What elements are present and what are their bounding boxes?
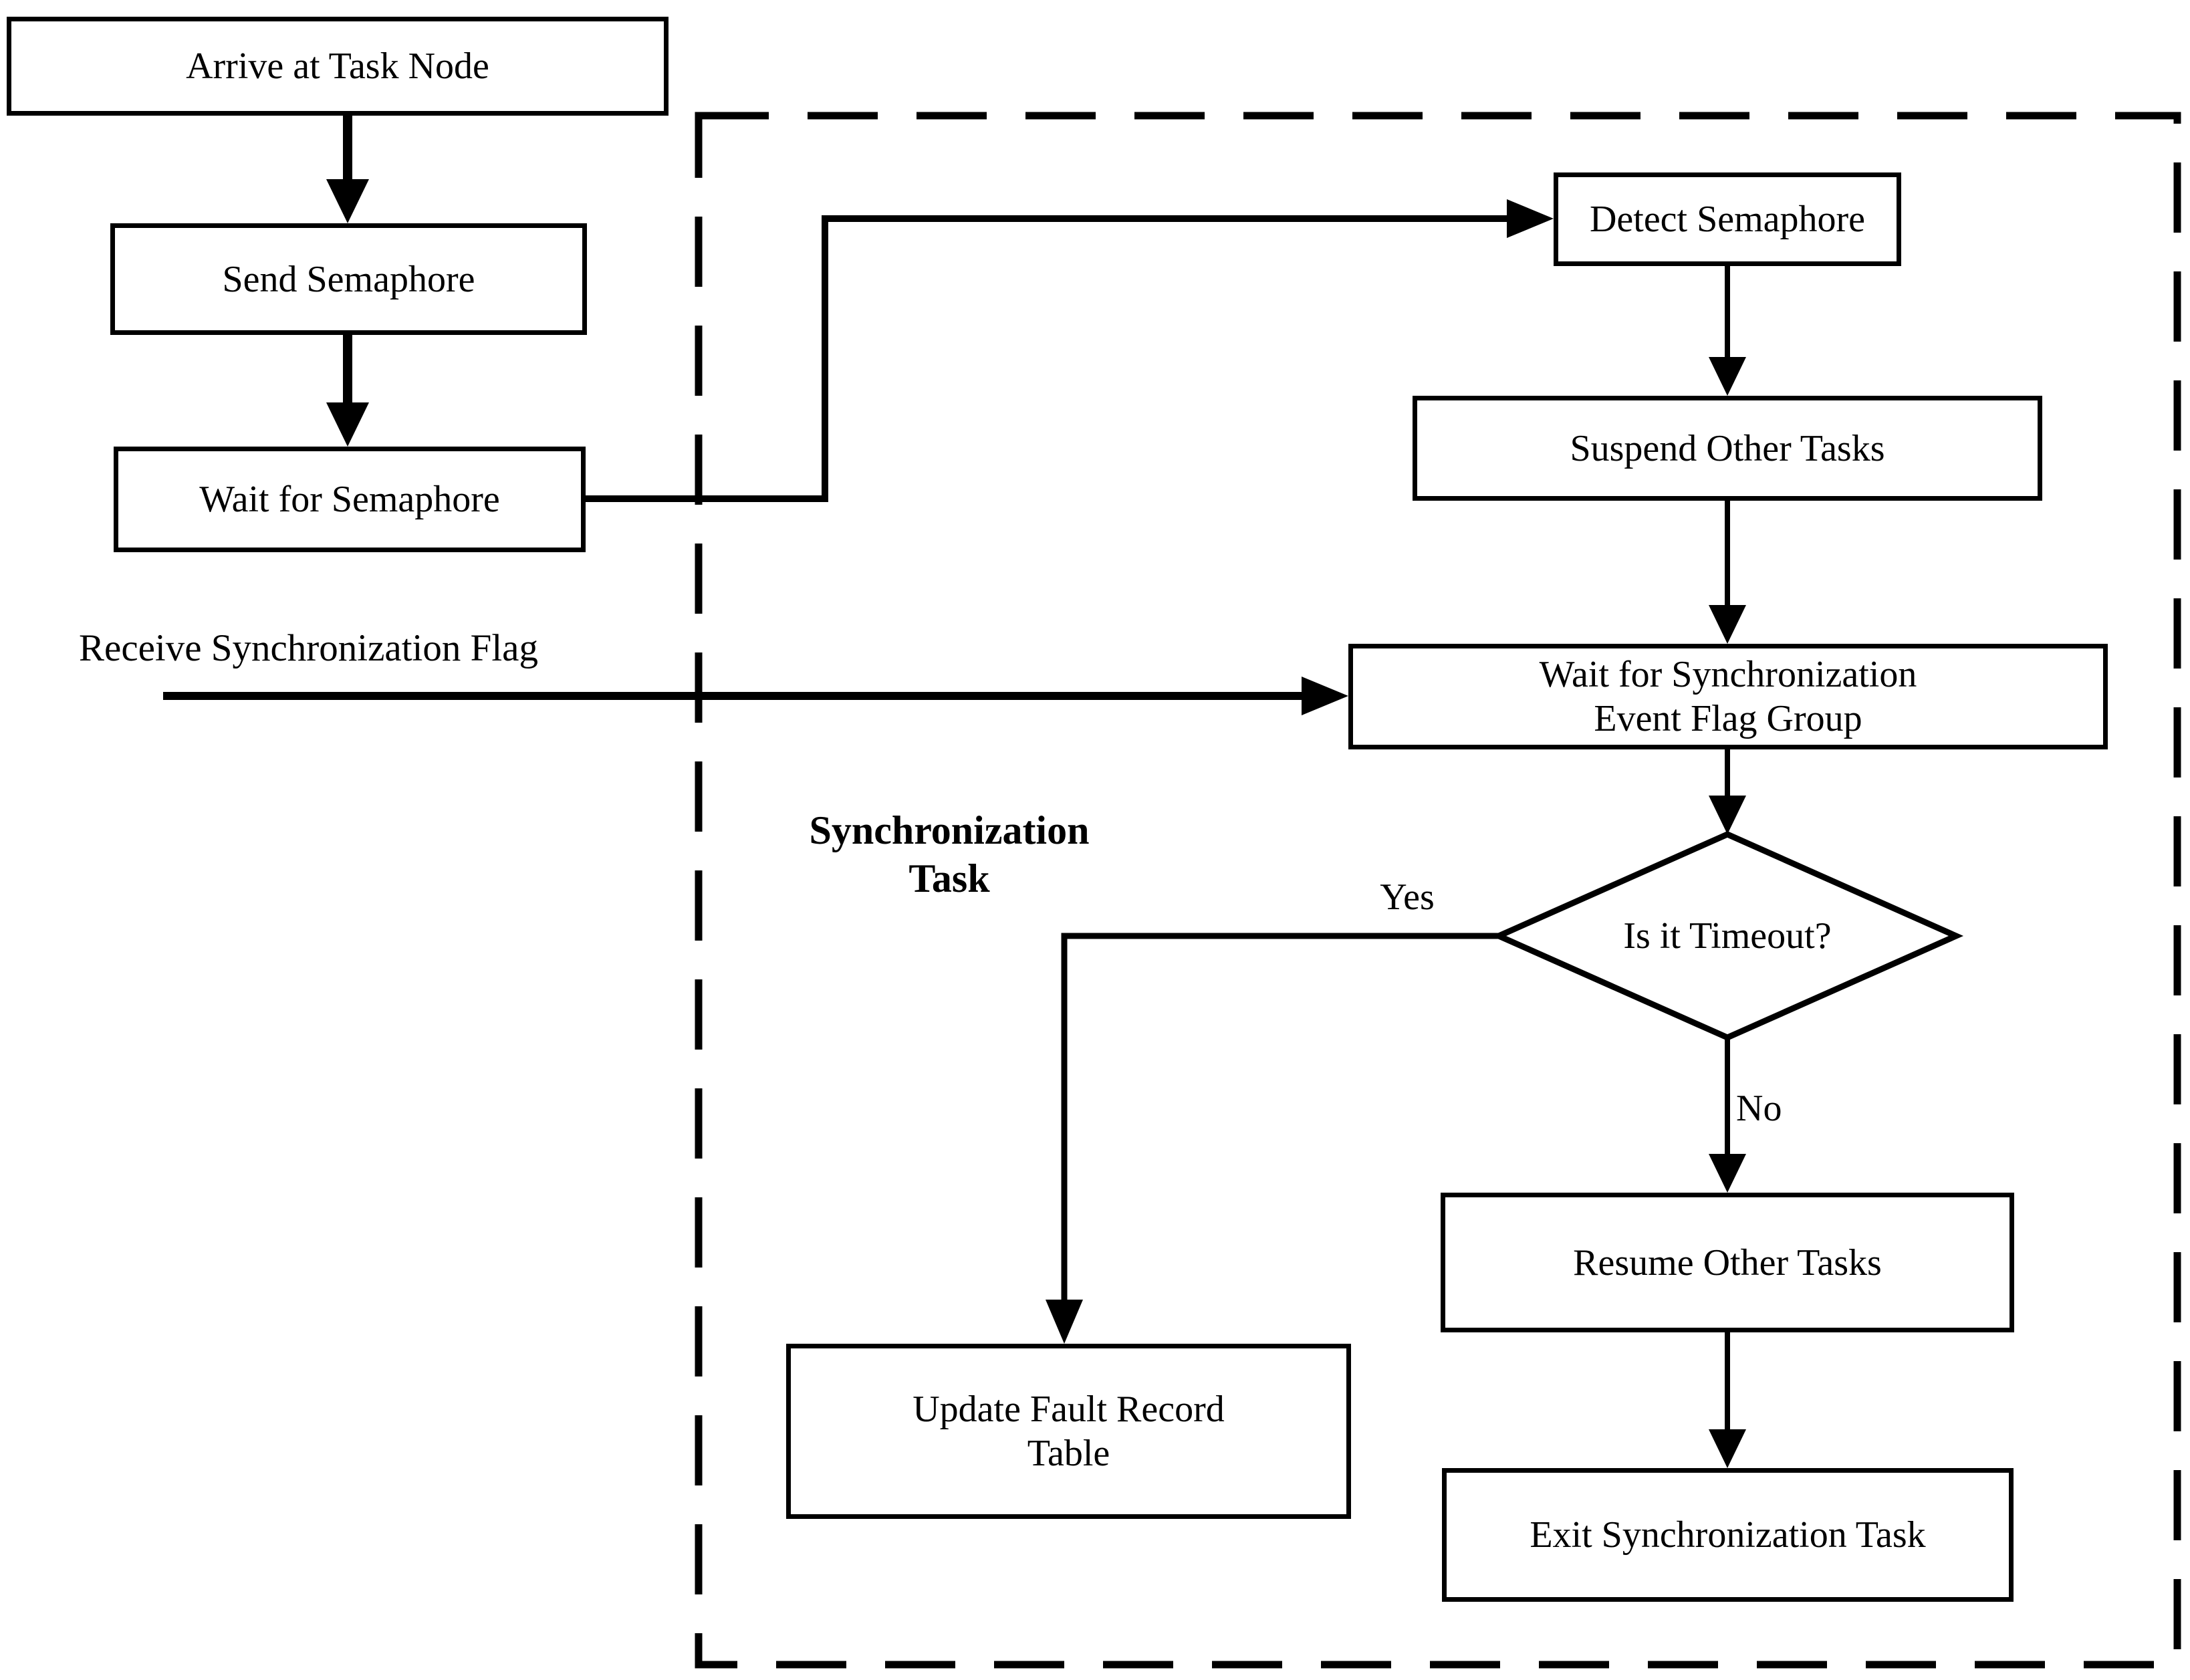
- decision-label: Is it Timeout?: [1623, 915, 1832, 957]
- node-exit-synchronization-task: Exit Synchronization Task: [1442, 1468, 2014, 1602]
- arrow-wait-to-detect: [583, 199, 1554, 502]
- arrow-suspend-to-waitsync: [1709, 500, 1746, 644]
- node-waitsync-line1: Wait for Synchronization: [1539, 654, 1917, 695]
- label-synchronization-task: Synchronization Task: [782, 806, 1116, 903]
- sync-task-boundary: [695, 112, 2181, 1669]
- label-yes: Yes: [1380, 876, 1435, 918]
- arrow-arrive-to-send: [326, 115, 369, 223]
- node-wait-for-semaphore: Wait for Semaphore: [114, 447, 586, 552]
- node-detect-label: Detect Semaphore: [1589, 199, 1866, 240]
- arrow-send-to-wait: [326, 334, 369, 447]
- node-send-semaphore: Send Semaphore: [110, 223, 587, 335]
- arrow-resume-to-exit: [1709, 1332, 1746, 1468]
- node-suspend-label: Suspend Other Tasks: [1570, 427, 1885, 469]
- arrow-receive-flag-to-waitsync: [163, 677, 1348, 715]
- label-no: No: [1736, 1088, 1782, 1129]
- label-receive-synchronization-flag: Receive Synchronization Flag: [79, 627, 538, 669]
- arrow-no-to-resume: [1709, 1038, 1746, 1193]
- node-waitsync-line2: Event Flag Group: [1594, 698, 1862, 739]
- node-wait-for-sync-event-flag-group: Wait for Synchronization Event Flag Grou…: [1348, 644, 2108, 749]
- node-arrive-label: Arrive at Task Node: [186, 45, 489, 87]
- node-update-line1: Update Fault Record: [912, 1389, 1225, 1430]
- node-update-fault-record-table: Update Fault Record Table: [786, 1344, 1351, 1519]
- label-sync-task-line1: Synchronization: [809, 808, 1090, 852]
- arrow-yes-to-update: [1046, 933, 1499, 1344]
- label-sync-task-line2: Task: [908, 856, 990, 901]
- node-wait-label: Wait for Semaphore: [199, 479, 500, 520]
- node-suspend-other-tasks: Suspend Other Tasks: [1413, 396, 2042, 501]
- node-resume-label: Resume Other Tasks: [1573, 1241, 1882, 1284]
- node-send-label: Send Semaphore: [222, 258, 475, 300]
- arrow-detect-to-suspend: [1709, 265, 1746, 396]
- node-exit-label: Exit Synchronization Task: [1530, 1514, 1926, 1556]
- node-update-line2: Table: [1027, 1433, 1110, 1474]
- node-resume-other-tasks: Resume Other Tasks: [1441, 1193, 2014, 1332]
- arrow-waitsync-to-timeout: [1709, 749, 1746, 834]
- node-arrive-at-task-node: Arrive at Task Node: [7, 17, 668, 116]
- node-detect-semaphore: Detect Semaphore: [1554, 172, 1901, 266]
